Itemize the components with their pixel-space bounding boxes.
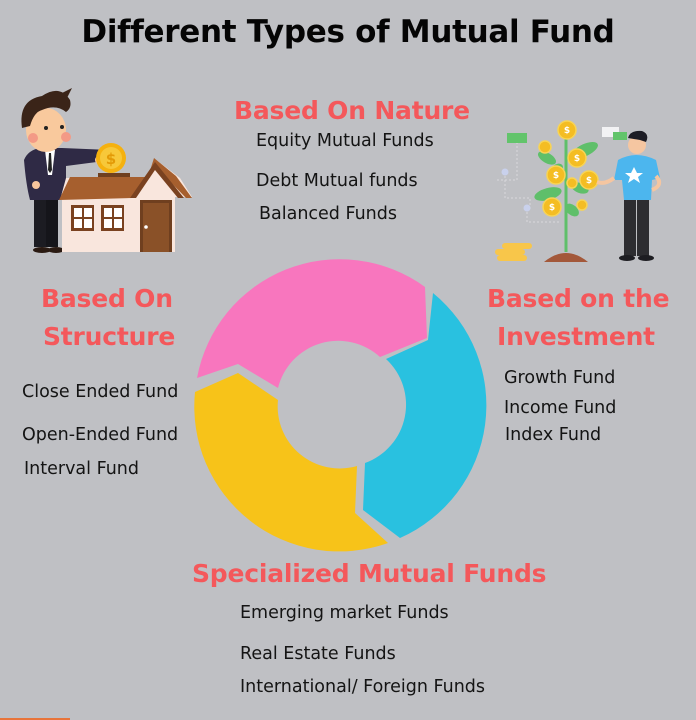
heading-based-on-investment-line2: Investment [497,322,655,351]
segment-pink [197,259,427,388]
specialized-item-real-estate: Real Estate Funds [240,644,396,664]
page-title: Different Types of Mutual Fund [81,14,615,50]
nature-item-debt: Debt Mutual funds [256,171,418,191]
heading-based-on-structure-line1: Based On [41,284,173,313]
investment-item-index: Index Fund [505,425,602,445]
svg-text:$: $ [106,150,116,168]
specialized-item-international: International/ Foreign Funds [240,677,486,697]
investment-item-income: Income Fund [504,398,617,418]
svg-text:$: $ [574,154,580,164]
heading-based-on-structure-line2: Structure [43,322,176,351]
money-tree-illustration: $ $ $ $ $ [495,120,662,262]
bottom-accent-bar [0,718,70,720]
structure-item-interval: Interval Fund [24,459,139,479]
investment-item-growth: Growth Fund [504,368,616,388]
svg-text:$: $ [564,126,570,136]
segment-yellow [194,373,388,552]
svg-text:$: $ [549,203,555,213]
heading-based-on-nature: Based On Nature [234,96,470,125]
heading-specialized-mutual-funds: Specialized Mutual Funds [192,559,547,588]
nature-item-equity: Equity Mutual Funds [256,131,434,151]
structure-item-close-ended: Close Ended Fund [22,382,179,402]
businessman-house-illustration: $ [21,88,192,253]
heading-based-on-investment-line1: Based on the [487,284,670,313]
segment-cyan [363,293,487,538]
cycle-donut [194,259,487,552]
svg-text:$: $ [586,176,592,186]
nature-item-balanced: Balanced Funds [259,204,397,224]
structure-item-open-ended: Open-Ended Fund [22,425,179,445]
svg-text:$: $ [553,171,559,181]
specialized-item-emerging: Emerging market Funds [240,603,449,623]
